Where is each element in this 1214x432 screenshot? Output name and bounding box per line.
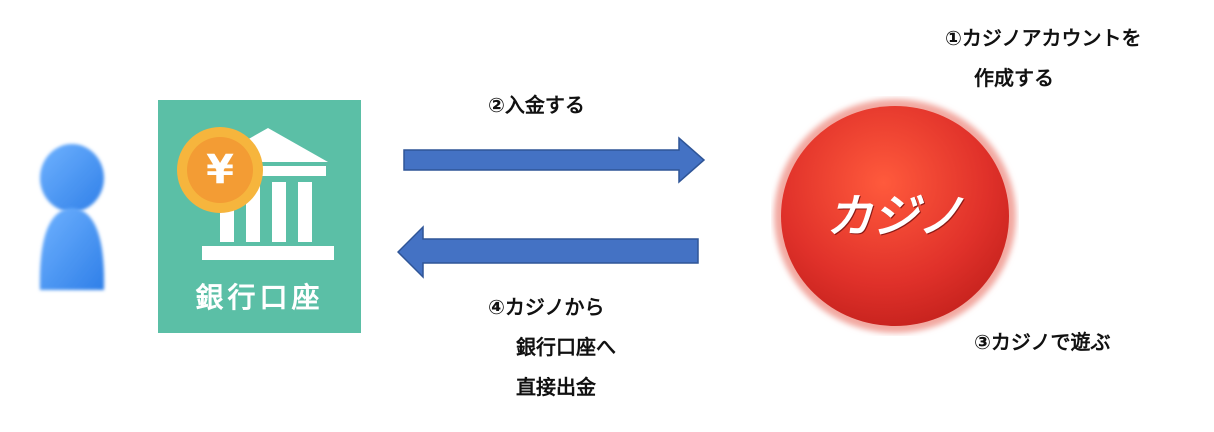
step1-label-line1: ①カジノアカウントを (945, 26, 1142, 50)
casino-icon (774, 99, 1016, 333)
person-icon (39, 144, 105, 290)
step4-label-line2: 銀行口座へ (516, 335, 616, 359)
step4-label-line1: ④カジノから (488, 295, 605, 319)
step2-label: ②入金する (488, 93, 585, 117)
bank-account-icon: ¥ 銀行口座 (158, 100, 361, 333)
yen-symbol: ¥ (206, 147, 234, 193)
step4-label-line3: 直接出金 (516, 375, 596, 399)
bank-account-label: 銀行口座 (195, 281, 324, 314)
casino-label: カジノ (826, 189, 964, 243)
step1-label-line2: 作成する (974, 66, 1054, 90)
step3-label: ③カジノで遊ぶ (974, 330, 1111, 354)
deposit-arrow (403, 136, 706, 184)
withdrawal-arrow (397, 225, 699, 279)
